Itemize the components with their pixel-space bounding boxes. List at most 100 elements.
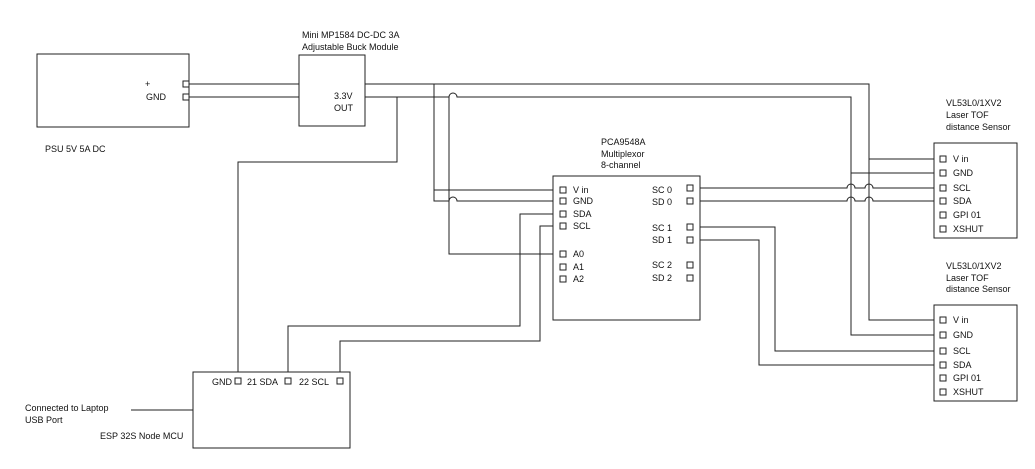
wire-3v3-to-mux-vin [433,84,560,191]
sensor2-label-vin: V in [953,315,969,325]
wire-sc1-to-s2-scl [690,226,937,352]
esp-sda-label: 21 SDA [247,377,278,387]
sensor2-title-line1: VL53L0/1XV2 [946,261,1002,271]
mux-pin-a2 [559,275,567,283]
mux-box [552,175,701,321]
esp-box [192,371,351,449]
mux-label-sd1: SD 1 [652,235,672,245]
sensor1-label-xshut: XSHUT [953,224,984,234]
sensor2-label-xshut: XSHUT [953,387,984,397]
sensor1-module: VL53L0/1XV2 Laser TOF distance Sensor V … [933,98,1018,239]
wire-sd1-to-s2-sda [690,239,937,366]
sensor1-label-gpio1: GPI 01 [953,210,981,220]
psu-plus-pin [182,80,190,88]
sensor1-title-line2: Laser TOF [946,110,989,120]
mux-pin-sc2 [686,261,694,269]
esp-scl-label: 22 SCL [299,377,329,387]
wire-esp-gnd [237,97,398,378]
sensor1-box [933,142,1018,239]
sensor2-pin-gpio1 [939,374,947,382]
sensor1-label-vin: V in [953,154,969,164]
esp-label: ESP 32S Node MCU [100,431,183,441]
mux-pin-sd2 [686,274,694,282]
mux-label-sda: SDA [573,209,592,219]
mux-pin-sd1 [686,236,694,244]
buck-box [298,54,366,127]
mux-pin-sda [559,210,567,218]
psu-box [36,53,190,128]
esp-scl-pin [336,377,344,385]
mux-pin-sc0 [686,184,694,192]
sensor2-pin-scl [939,347,947,355]
mux-label-vin: V in [573,185,589,195]
sensor2-pin-sda [939,361,947,369]
sensor2-box [933,304,1018,402]
mux-label-gnd: GND [573,196,594,206]
sensor2-title-line2: Laser TOF [946,273,989,283]
mux-pin-scl [559,222,567,230]
sensor1-pin-scl [939,184,947,192]
wires [131,83,937,411]
sensor2-label-gnd: GND [953,330,974,340]
sensor2-pin-vin [939,316,947,324]
esp-sda-pin [284,377,292,385]
wire-esp-sda [287,213,560,378]
mux-label-sc2: SC 2 [652,260,672,270]
sensor1-label-gnd: GND [953,168,974,178]
mux-pin-sd0 [686,197,694,205]
psu-module: + GND PSU 5V 5A DC [36,53,190,154]
sensor2-pin-gnd [939,331,947,339]
sensor1-title-line3: distance Sensor [946,122,1011,132]
mux-pin-a0 [559,250,567,258]
mux-pin-a1 [559,263,567,271]
mux-pin-vin [559,186,567,194]
mux-title-line3: 8-channel [601,160,641,170]
mux-pin-gnd [559,197,567,205]
buck-out-label: OUT [334,103,354,113]
sensor1-pin-sda [939,197,947,205]
mux-label-sc0: SC 0 [652,185,672,195]
laptop-label-line2: USB Port [25,415,63,425]
psu-label: PSU 5V 5A DC [45,144,106,154]
sensor2-pin-xshut [939,388,947,396]
sensor1-pin-gnd [939,169,947,177]
buck-module: Mini MP1584 DC-DC 3A Adjustable Buck Mod… [298,30,400,127]
wire-sc0-to-s1-scl [690,183,937,189]
mux-title-line2: Multiplexor [601,149,645,159]
mux-label-a0: A0 [573,249,584,259]
sensor2-title-line3: distance Sensor [946,284,1011,294]
mux-label-sc1: SC 1 [652,223,672,233]
sensor2-label-gpio1: GPI 01 [953,373,981,383]
wire-3v3-rail [365,83,937,321]
laptop-label-line1: Connected to Laptop [25,403,109,413]
buck-out-voltage: 3.3V [334,91,353,101]
mux-label-sd0: SD 0 [652,197,672,207]
sensor1-title-line1: VL53L0/1XV2 [946,98,1002,108]
wire-gnd-rail [365,92,937,336]
laptop-note: Connected to Laptop USB Port [25,403,109,425]
esp-gnd-label: GND [212,377,233,387]
sensor1-pin-xshut [939,225,947,233]
sensor1-label-scl: SCL [953,183,971,193]
mux-label-sd2: SD 2 [652,273,672,283]
sensor2-label-sda: SDA [953,360,972,370]
sensor1-pin-vin [939,155,947,163]
psu-plus-label: + [145,79,150,89]
sensor1-label-sda: SDA [953,196,972,206]
esp-module: GND 21 SDA 22 SCL ESP 32S Node MCU [100,371,351,449]
wire-esp-scl [339,225,560,378]
sensor1-pin-gpio1 [939,211,947,219]
sensor2-label-scl: SCL [953,346,971,356]
buck-title-line1: Mini MP1584 DC-DC 3A [302,30,400,40]
mux-label-a1: A1 [573,262,584,272]
wire-gnd-to-mux-gnd [433,97,560,202]
esp-gnd-pin [234,377,242,385]
buck-title-line2: Adjustable Buck Module [302,42,399,52]
mux-title-line1: PCA9548A [601,137,646,147]
mux-label-a2: A2 [573,274,584,284]
sensor2-module: VL53L0/1XV2 Laser TOF distance Sensor V … [933,261,1018,402]
mux-pin-sc1 [686,223,694,231]
mux-module: PCA9548A Multiplexor 8-channel V in GND … [552,137,701,321]
